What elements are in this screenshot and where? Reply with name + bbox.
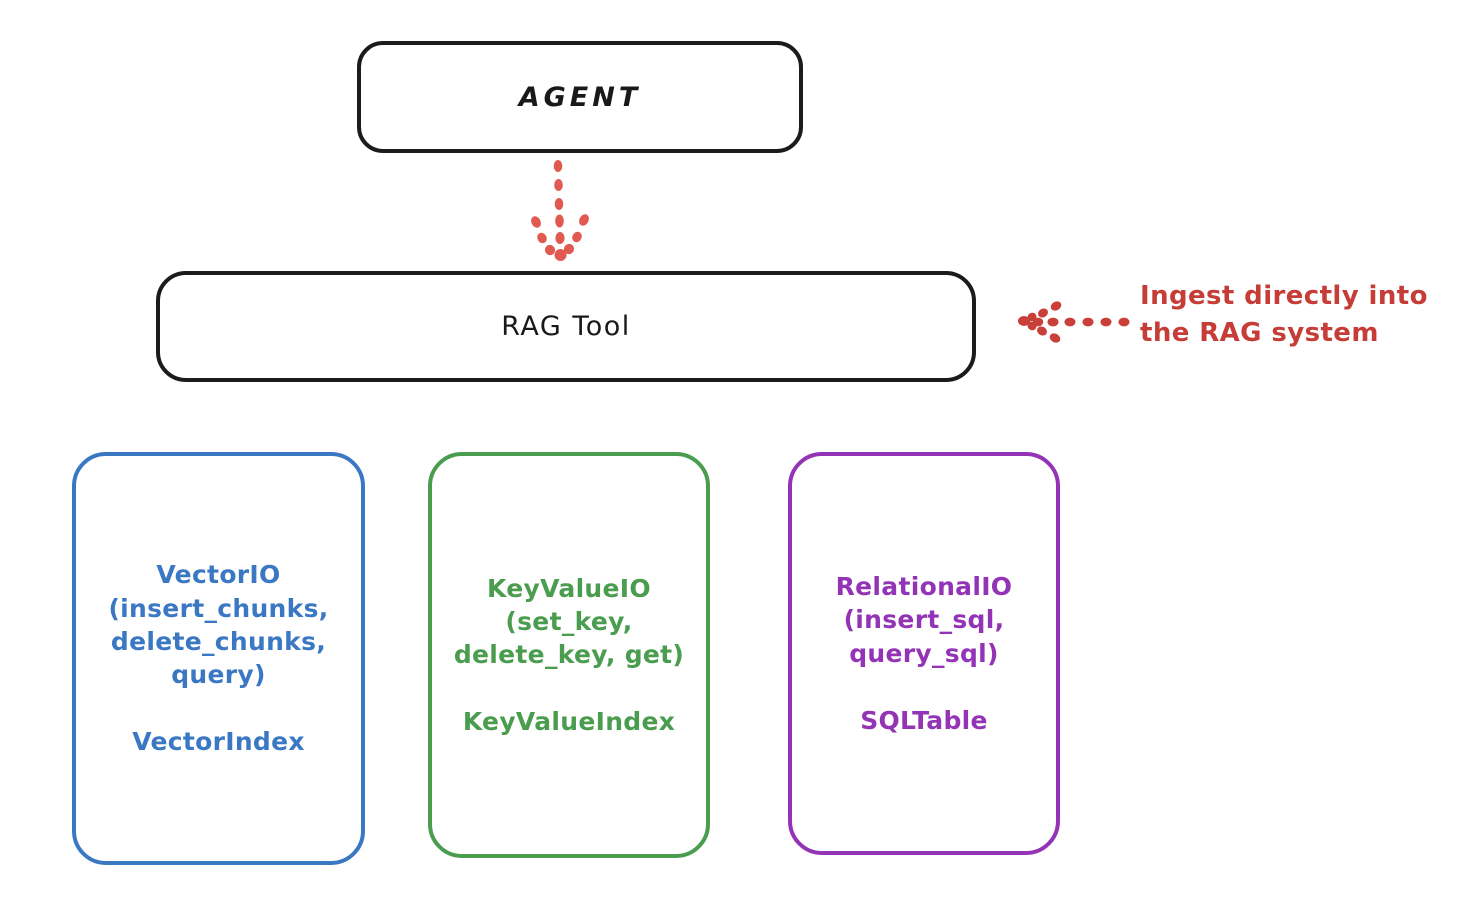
node-key-value-io-interface-label: KeyValueIO (set_key, delete_key, get) [453, 573, 685, 670]
node-relational-io[interactable]: RelationalIO (insert_sql, query_sql) SQL… [788, 452, 1060, 855]
node-relational-io-index-label: SQLTable [860, 705, 988, 735]
node-agent-label: AGENT [518, 81, 642, 113]
node-vector-io-index-label: VectorIndex [132, 727, 305, 757]
node-relational-io-interface-label: RelationalIO (insert_sql, query_sql) [835, 572, 1013, 668]
node-key-value-io[interactable]: KeyValueIO (set_key, delete_key, get) Ke… [428, 452, 710, 858]
node-vector-io-interface-label: VectorIO (insert_chunks, delete_chunks, … [108, 560, 329, 690]
node-rag-tool[interactable]: RAG Tool [156, 271, 976, 382]
node-rag-tool-label: RAG Tool [501, 311, 631, 342]
annotation-ingest-directly: Ingest directly into the RAG system [1140, 281, 1428, 348]
node-agent[interactable]: AGENT [357, 41, 803, 153]
node-key-value-io-index-label: KeyValueIndex [462, 707, 676, 737]
connector-agent-to-rag-tool-icon [531, 160, 589, 261]
connector-ingest-to-rag-tool-icon [1018, 301, 1130, 343]
node-vector-io[interactable]: VectorIO (insert_chunks, delete_chunks, … [72, 452, 365, 865]
